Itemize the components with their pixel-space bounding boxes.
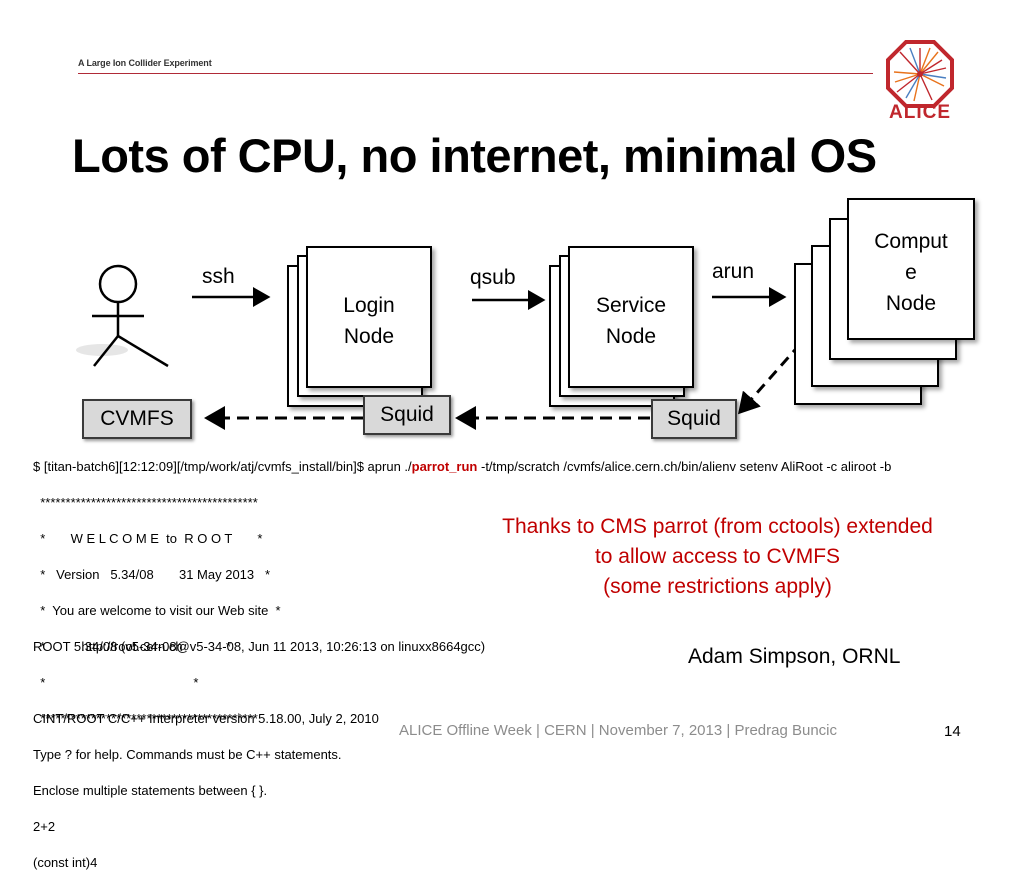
login-node-label-line2: Node	[343, 325, 395, 348]
output-line: Type ? for help. Commands must be C++ st…	[33, 747, 342, 762]
note-line: Thanks to CMS parrot (from cctools) exte…	[502, 515, 933, 538]
root-output: ROOT 5.34/08 (v5-34-08@v5-34-08, Jun 11 …	[33, 620, 485, 890]
service-node-label-line2: Node	[605, 325, 657, 348]
compute-node-label-line1: Comput	[874, 230, 948, 253]
note-line: (some restrictions apply)	[603, 575, 832, 598]
alice-logo-text: ALICE	[889, 102, 951, 123]
banner-line: * *	[33, 675, 199, 690]
command-prefix: $ [titan-batch6][12:12:09][/tmp/work/atj…	[33, 459, 412, 474]
output-line	[33, 674, 485, 692]
compute-node-label-line3: Node	[885, 292, 937, 315]
output-line: CINT/ROOT C/C++ Interpreter version 5.18…	[33, 711, 379, 726]
root-banner: ****************************************…	[33, 476, 281, 746]
alice-logo-icon	[886, 40, 954, 108]
ssh-label: ssh	[202, 265, 235, 288]
note-line: to allow access to CVMFS	[594, 545, 841, 568]
arun-label: arun	[712, 260, 755, 283]
banner-line: * http://root.cern.ch *	[33, 639, 231, 654]
command-suffix: -t/tmp/scratch /cvmfs/alice.cern.ch/bin/…	[477, 459, 892, 474]
experiment-tagline: A Large Ion Collider Experiment	[78, 58, 212, 68]
banner-line: * Version 5.34/08 31 May 2013 *	[33, 567, 271, 582]
squid-login-box: Squid	[363, 395, 451, 435]
banner-line: * W E L C O M E to R O O T *	[33, 531, 263, 546]
compute-node-label-line2: e	[905, 261, 917, 284]
footer-text: ALICE Offline Week | CERN | November 7, …	[399, 722, 837, 739]
output-line: Enclose multiple statements between { }.	[33, 783, 268, 798]
qsub-label: qsub	[470, 266, 516, 289]
banner-line: * You are welcome to visit our Web site …	[33, 603, 281, 618]
output-line: 2+2	[33, 819, 56, 834]
parrot-run-highlight: parrot_run	[411, 459, 478, 474]
author-credit: Adam Simpson, ORNL	[688, 645, 901, 668]
service-node: Service Node	[568, 246, 694, 388]
squid-service-box: Squid	[651, 399, 737, 439]
login-node-label-line1: Login	[343, 294, 395, 317]
cvmfs-box: CVMFS	[82, 399, 192, 439]
compute-node: Comput e Node	[847, 198, 975, 340]
login-node: Login Node	[306, 246, 432, 388]
output-line: (const int)4	[33, 855, 98, 870]
parrot-note: Thanks to CMS parrot (from cctools) exte…	[440, 512, 995, 602]
banner-line: ****************************************…	[33, 711, 258, 726]
slide-title: Lots of CPU, no internet, minimal OS	[72, 129, 877, 182]
page-number: 14	[944, 723, 961, 740]
output-line: ROOT 5.34/08 (v5-34-08@v5-34-08, Jun 11 …	[33, 639, 486, 654]
user-icon	[76, 264, 169, 368]
service-node-label-line1: Service	[595, 294, 667, 317]
banner-line: ****************************************…	[33, 495, 258, 510]
terminal-command-line: $ [titan-batch6][12:12:09][/tmp/work/atj…	[33, 458, 1024, 476]
header-rule	[78, 73, 873, 74]
